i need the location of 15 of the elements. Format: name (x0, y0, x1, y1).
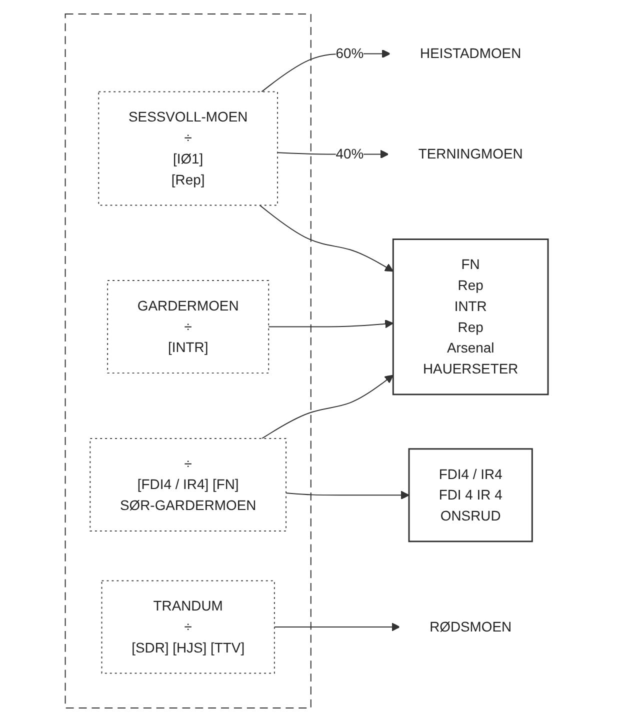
arrow (268, 320, 394, 328)
node-box: TRANDUM ÷ [SDR] [HJS] [TTV] (100, 580, 274, 674)
arrow (261, 374, 394, 439)
arrow (258, 204, 394, 272)
cluster (64, 13, 311, 709)
node-box: SESSVOLL-MOEN ÷ [IØ1] [Rep] (98, 91, 278, 206)
node-box: FN Rep INTR Rep Arsenal HAUERSETER (392, 238, 548, 396)
node-text: TERNINGMOEN (418, 146, 522, 162)
node-text: HEISTADMOEN (420, 45, 521, 62)
arrow (285, 490, 409, 500)
edge-label: 60% (335, 45, 364, 62)
node-box: FDI4 / IR4 FDI 4 IR 4 ONSRUD (408, 448, 532, 542)
node-text: RØDSMOEN (429, 618, 512, 634)
arrow (273, 622, 400, 632)
edge-label: 40% (335, 146, 364, 162)
